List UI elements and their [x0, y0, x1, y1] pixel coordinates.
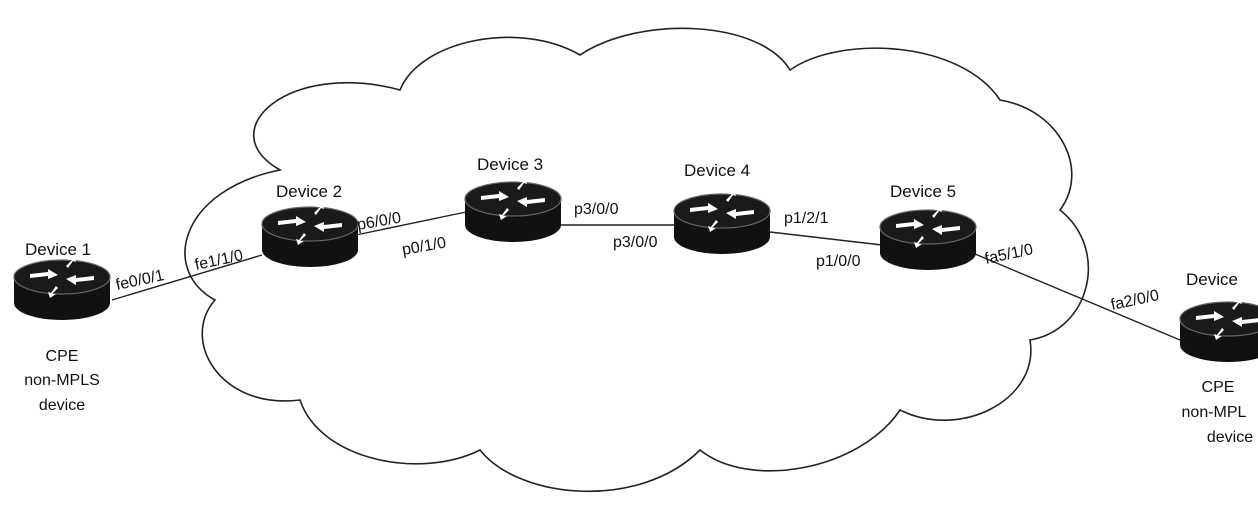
router-icon [1179, 297, 1258, 363]
link-4-5 [769, 231, 883, 246]
router-icon [464, 177, 562, 243]
device-5-label: Device 5 [890, 182, 956, 201]
device-6-label: Device [1186, 270, 1238, 289]
router-icon [879, 205, 977, 271]
interface-label: p1/0/0 [816, 253, 861, 270]
device-6-caption-line: device [1207, 429, 1253, 446]
device-1-caption-line: CPE [46, 348, 79, 365]
router-icon [673, 189, 771, 255]
mpls-cloud [184, 27, 1090, 493]
interface-label: p3/0/0 [574, 201, 619, 218]
link-5-6 [974, 253, 1181, 341]
router-icon [261, 202, 359, 268]
device-3-label: Device 3 [477, 155, 543, 174]
device-4-label: Device 4 [684, 161, 750, 180]
device-1-label: Device 1 [25, 240, 91, 259]
interface-label: p1/2/1 [784, 210, 829, 227]
device-1-caption-line: device [39, 397, 85, 414]
link-2-3 [355, 211, 467, 236]
router-icon [13, 255, 111, 321]
interface-label: fa2/0/0 [1109, 287, 1160, 314]
links [111, 211, 1181, 341]
interface-label: fe0/0/1 [114, 267, 165, 294]
device-6-caption-line: non-MPL [1182, 404, 1247, 421]
interface-label: p3/0/0 [613, 234, 658, 251]
device-2-label: Device 2 [276, 182, 342, 201]
link-1-2 [111, 254, 263, 301]
device-1-caption-line: non-MPLS [24, 372, 100, 389]
device-6-caption-line: CPE [1202, 379, 1235, 396]
